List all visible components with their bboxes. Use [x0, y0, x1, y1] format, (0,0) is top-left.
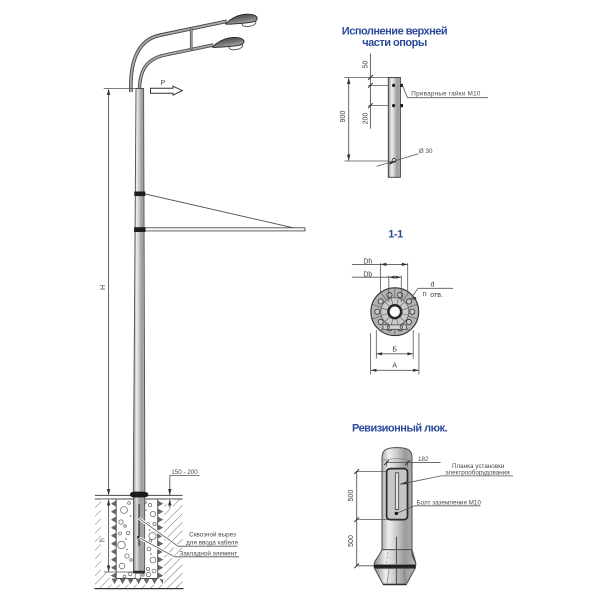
- svg-text:Исполнение верхней: Исполнение верхней: [342, 26, 447, 38]
- svg-text:Ø 30: Ø 30: [419, 148, 433, 155]
- svg-text:500: 500: [348, 490, 355, 502]
- svg-text:Закладной элемент: Закладной элемент: [179, 549, 237, 557]
- svg-text:для ввода кабеля: для ввода кабеля: [186, 538, 238, 546]
- svg-text:500: 500: [348, 535, 355, 547]
- svg-text:А: А: [392, 363, 397, 370]
- svg-text:h: h: [99, 538, 106, 542]
- svg-text:Dh: Dh: [363, 258, 372, 265]
- svg-text:182: 182: [418, 456, 429, 463]
- svg-text:50: 50: [362, 61, 369, 69]
- svg-text:Приварные гайки М10: Приварные гайки М10: [411, 90, 481, 98]
- svg-text:Сквозной вырез: Сквозной вырез: [189, 530, 236, 538]
- svg-text:150 - 200: 150 - 200: [171, 469, 198, 476]
- svg-text:части опоры: части опоры: [362, 37, 427, 49]
- svg-text:Н: Н: [100, 285, 107, 290]
- svg-text:электрооборудования: электрооборудования: [445, 468, 509, 476]
- svg-text:200: 200: [362, 113, 369, 125]
- svg-text:n: n: [423, 291, 427, 298]
- svg-text:P: P: [161, 80, 166, 87]
- svg-text:Ревизионный люк.: Ревизионный люк.: [352, 423, 448, 435]
- svg-text:1-1: 1-1: [388, 229, 403, 241]
- svg-text:Db: Db: [363, 271, 372, 278]
- svg-text:Болт заземления М10: Болт заземления М10: [417, 499, 482, 506]
- svg-text:отв.: отв.: [430, 292, 443, 299]
- svg-text:Планка установки: Планка установки: [452, 463, 505, 470]
- svg-text:900: 900: [340, 111, 347, 123]
- svg-text:Б: Б: [392, 346, 397, 353]
- svg-text:d: d: [431, 282, 435, 289]
